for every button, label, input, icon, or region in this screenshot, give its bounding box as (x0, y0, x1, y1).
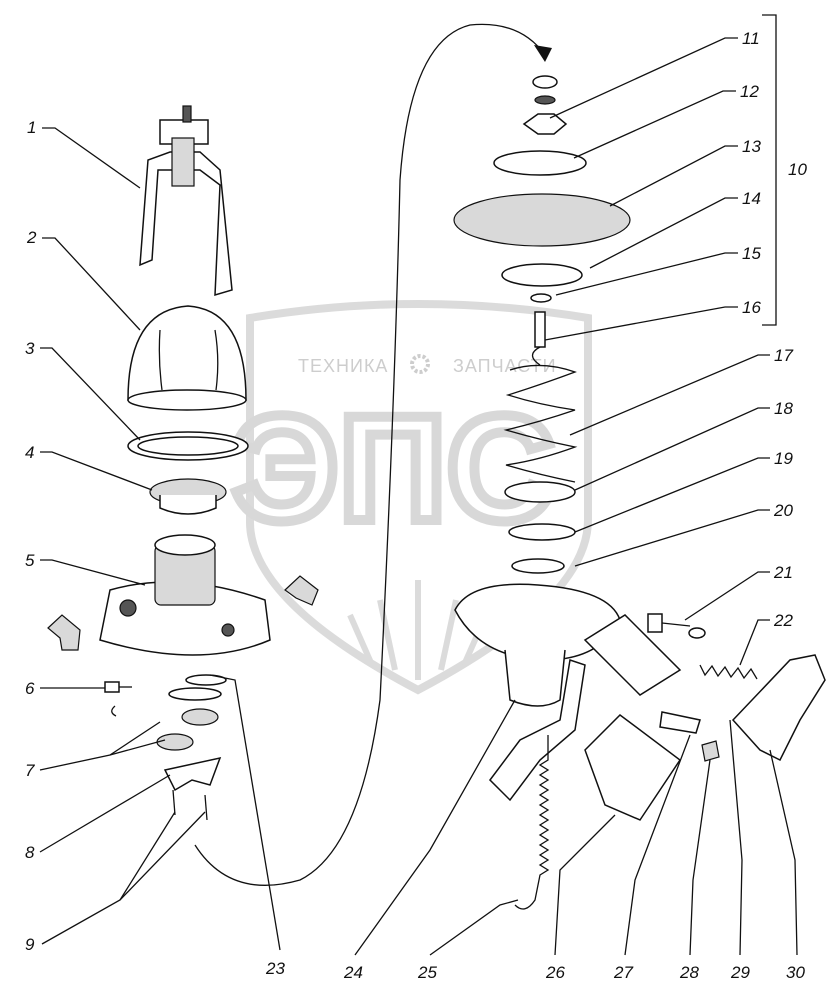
callout-3: 3 (25, 339, 35, 358)
callout-20: 20 (773, 501, 793, 520)
callout-15: 15 (742, 244, 761, 263)
callout-13: 13 (742, 137, 761, 156)
callout-17: 17 (774, 346, 793, 365)
callout-18: 18 (774, 399, 793, 418)
callout-14: 14 (742, 189, 761, 208)
callout-22: 22 (773, 611, 793, 630)
part-6-screw (104, 681, 132, 717)
gear-icon (410, 354, 430, 374)
part-5-pump-cover (99, 534, 271, 656)
callout-16: 16 (742, 298, 761, 317)
part-12-washer (522, 113, 568, 135)
part-7-valves (156, 674, 227, 751)
part-2-glass-bowl (127, 305, 247, 411)
arrowhead-icon (534, 45, 552, 62)
callout-30: 30 (786, 963, 805, 982)
callout-29: 29 (730, 963, 750, 982)
part-30-hand-lever (731, 654, 826, 762)
callout-7: 7 (25, 761, 35, 780)
part-8-retainer-plate (163, 756, 222, 792)
part-14-diaphragm (453, 193, 631, 247)
part-20-washer (508, 523, 576, 541)
part-23-bolt (647, 613, 706, 639)
part-28-link (659, 711, 701, 734)
watermark-brand-left: ТЕХНИКА (298, 356, 388, 376)
part-24-lever (489, 659, 586, 802)
part-9-screws (172, 789, 208, 821)
callout-8: 8 (25, 843, 35, 862)
callout-10: 10 (788, 160, 807, 179)
callout-1: 1 (27, 118, 36, 137)
callout-labels: 1 2 3 4 5 6 7 8 9 10 11 12 13 14 15 16 1… (25, 29, 807, 982)
elbow-fitting-right (284, 575, 319, 606)
elbow-fitting-left (47, 614, 81, 651)
callout-21: 21 (773, 563, 793, 582)
wheat-emblem-icon (347, 580, 489, 680)
callout-6: 6 (25, 679, 35, 698)
part-19-spring-seat (504, 481, 576, 503)
part-15-lower-cup (501, 263, 583, 287)
callout-25: 25 (417, 963, 437, 982)
callout-9: 9 (25, 935, 35, 954)
part-27-spacer (584, 714, 682, 821)
watermark-brand-right: ЗАПЧАСТИ (453, 356, 557, 376)
callout-28: 28 (679, 963, 699, 982)
callout-26: 26 (545, 963, 565, 982)
group-bracket (762, 14, 777, 326)
part-11-nut (532, 75, 558, 105)
part-17-pull-rod (531, 311, 546, 366)
callout-5: 5 (25, 551, 35, 570)
part-16-small-washer (530, 293, 552, 303)
callout-4: 4 (25, 443, 34, 462)
part-13-cup (493, 150, 587, 176)
part-21-oil-seal (511, 558, 565, 574)
leader-lines (39, 37, 798, 956)
callout-11: 11 (742, 29, 760, 48)
part-26-gasket (583, 614, 682, 696)
part-3-gasket (127, 431, 249, 461)
part-18-spring (503, 364, 578, 483)
part-25-return-spring (514, 735, 550, 910)
part-29-pin (701, 740, 720, 762)
assembly-arrow-line (194, 23, 546, 886)
part-22-lever-spring (699, 664, 758, 680)
callout-24: 24 (343, 963, 363, 982)
callout-2: 2 (26, 228, 37, 247)
part-22-pump-body (454, 583, 621, 707)
part-4-filter-screen (149, 478, 227, 515)
callout-23: 23 (265, 959, 285, 978)
part-1-bail-clamp (139, 105, 233, 297)
callout-19: 19 (774, 449, 793, 468)
callout-27: 27 (613, 963, 633, 982)
callout-12: 12 (740, 82, 759, 101)
